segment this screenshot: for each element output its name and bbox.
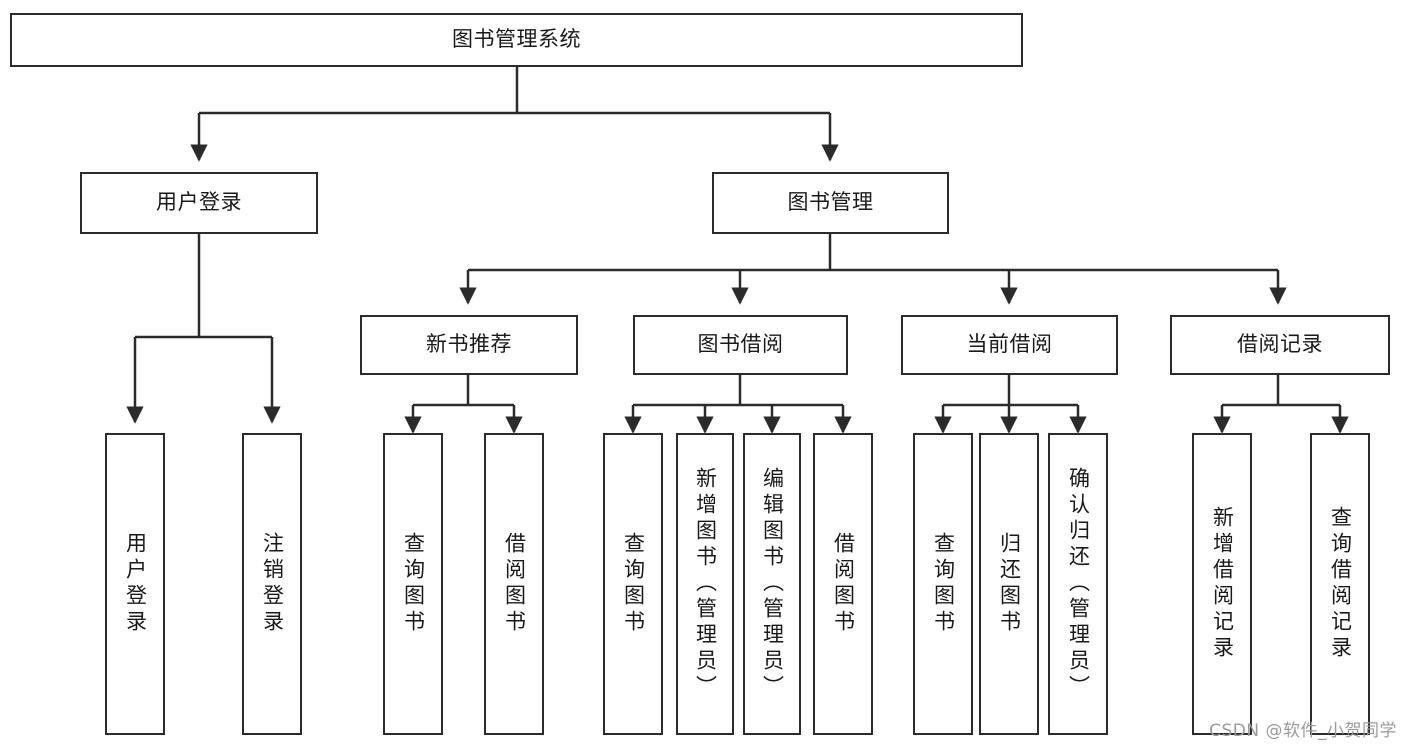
- node-book-borrow[interactable]: 图书借阅: [633, 315, 848, 375]
- node-user-login[interactable]: 用户登录: [80, 172, 318, 234]
- leaf-current-confirm-return-label: 确认归还（管理员）: [1066, 467, 1091, 701]
- leaf-record-add-record-label: 新增借阅记录: [1210, 506, 1235, 662]
- node-current-borrow[interactable]: 当前借阅: [901, 315, 1118, 375]
- node-root-book-management-system[interactable]: 图书管理系统: [10, 13, 1023, 67]
- node-new-book-recommend[interactable]: 新书推荐: [360, 315, 578, 375]
- leaf-borrow-add-book-label: 新增图书（管理员）: [693, 467, 718, 701]
- leaf-current-return-book-label: 归还图书: [997, 532, 1022, 636]
- node-book-management[interactable]: 图书管理: [712, 172, 949, 234]
- leaf-record-add-record[interactable]: 新增借阅记录: [1192, 433, 1252, 735]
- leaf-record-query-record-label: 查询借阅记录: [1328, 506, 1353, 662]
- watermark-text: CSDN @软件_小贺同学: [1209, 721, 1397, 741]
- leaf-user-login-logout-label: 注销登录: [260, 532, 285, 636]
- node-root-label: 图书管理系统: [452, 27, 581, 52]
- node-new-book-recommend-label: 新书推荐: [426, 332, 512, 357]
- leaf-new-book-query-label: 查询图书: [401, 532, 426, 636]
- node-borrow-record[interactable]: 借阅记录: [1170, 315, 1390, 375]
- leaf-record-query-record[interactable]: 查询借阅记录: [1310, 433, 1370, 735]
- leaf-current-query-book[interactable]: 查询图书: [913, 433, 973, 735]
- node-book-borrow-label: 图书借阅: [697, 332, 784, 357]
- leaf-new-book-borrow-label: 借阅图书: [502, 532, 527, 636]
- leaf-new-book-borrow[interactable]: 借阅图书: [484, 433, 544, 735]
- leaf-current-confirm-return[interactable]: 确认归还（管理员）: [1048, 433, 1108, 735]
- node-borrow-record-label: 借阅记录: [1237, 332, 1323, 357]
- leaf-borrow-edit-book-label: 编辑图书（管理员）: [760, 467, 785, 701]
- leaf-borrow-edit-book[interactable]: 编辑图书（管理员）: [743, 433, 801, 735]
- leaf-borrow-add-book[interactable]: 新增图书（管理员）: [676, 433, 734, 735]
- leaf-borrow-borrow-book[interactable]: 借阅图书: [813, 433, 873, 735]
- node-user-login-label: 用户登录: [156, 190, 242, 215]
- leaf-user-login-login[interactable]: 用户登录: [105, 433, 165, 735]
- node-book-management-label: 图书管理: [787, 190, 874, 215]
- leaf-borrow-query-book[interactable]: 查询图书: [603, 433, 663, 735]
- leaf-user-login-logout[interactable]: 注销登录: [242, 433, 302, 735]
- leaf-current-query-book-label: 查询图书: [931, 532, 956, 636]
- leaf-user-login-login-label: 用户登录: [123, 532, 148, 636]
- leaf-borrow-borrow-book-label: 借阅图书: [831, 532, 856, 636]
- leaf-current-return-book[interactable]: 归还图书: [979, 433, 1039, 735]
- node-current-borrow-label: 当前借阅: [966, 332, 1053, 357]
- leaf-borrow-query-book-label: 查询图书: [621, 532, 646, 636]
- leaf-new-book-query[interactable]: 查询图书: [383, 433, 443, 735]
